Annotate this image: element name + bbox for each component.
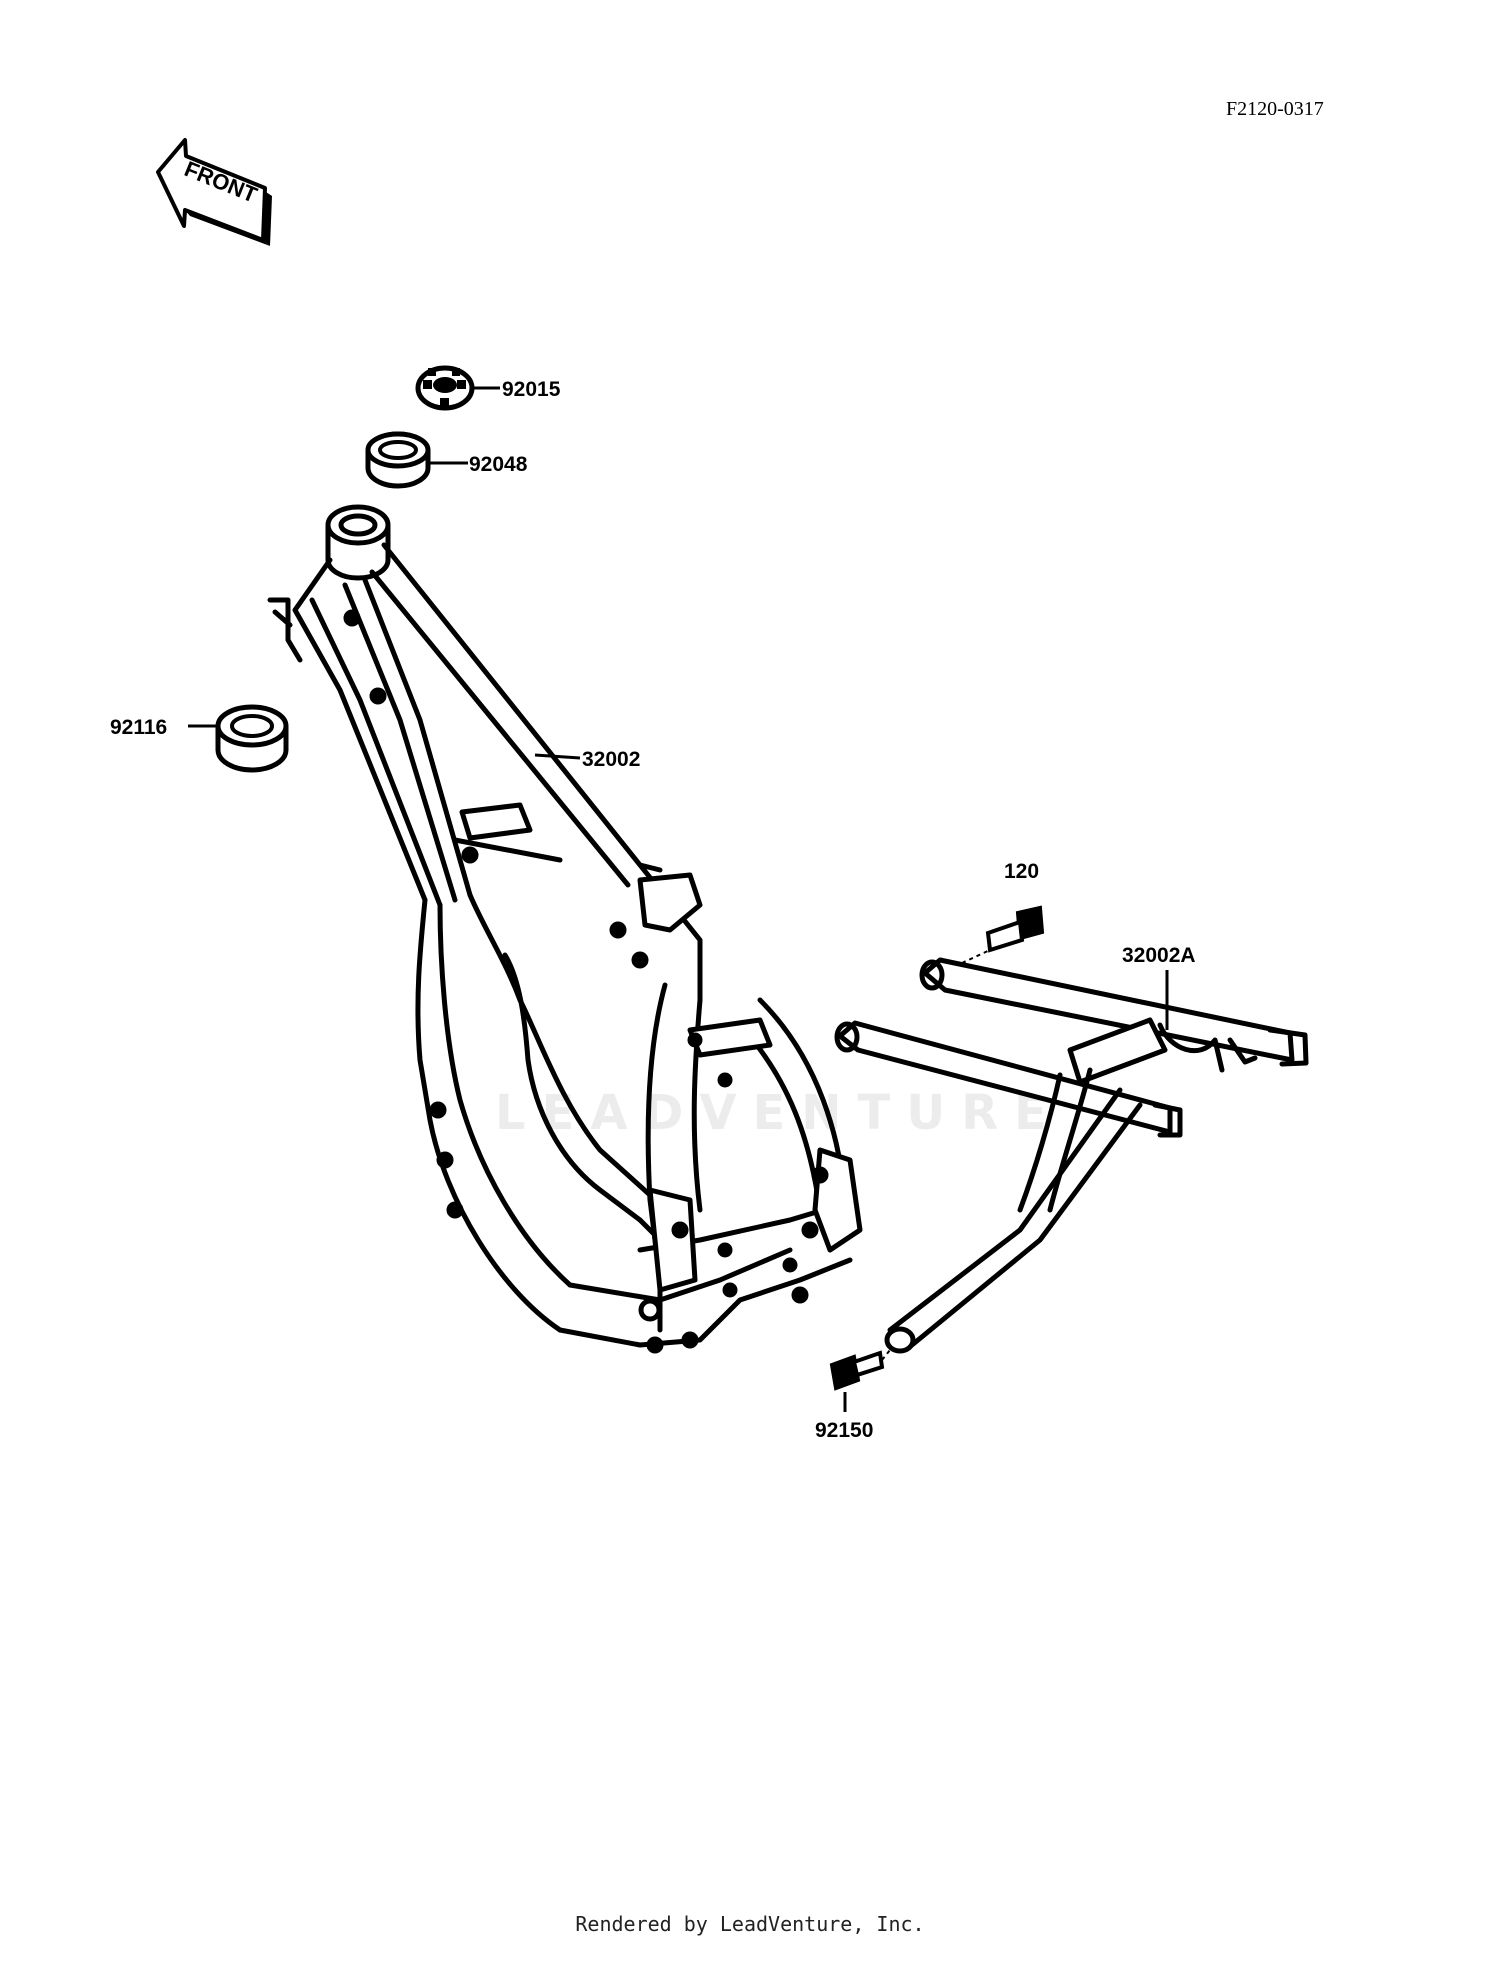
part-label-120: 120 [1004,860,1039,883]
bolt-120-icon [985,905,1045,953]
bolt-92150-icon [829,1350,885,1391]
main-frame-illustration [267,504,863,1354]
part-label-32002: 32002 [582,748,640,771]
part-label-92150: 92150 [815,1419,873,1442]
rear-subframe-illustration [834,957,1309,1354]
front-arrow-icon: FRONT [156,138,272,246]
part-label-32002A: 32002A [1122,944,1196,967]
steering-seal-icon [365,431,431,489]
part-label-92116: 92116 [110,716,167,739]
part-label-92048: 92048 [469,453,528,476]
bearing-icon [215,704,289,773]
steering-stem-nut-icon [415,365,475,411]
diagram-reference-number: F2120-0317 [1226,98,1324,120]
footer-credit: Rendered by LeadVenture, Inc. [575,1912,925,1936]
part-label-92015: 92015 [502,378,561,401]
